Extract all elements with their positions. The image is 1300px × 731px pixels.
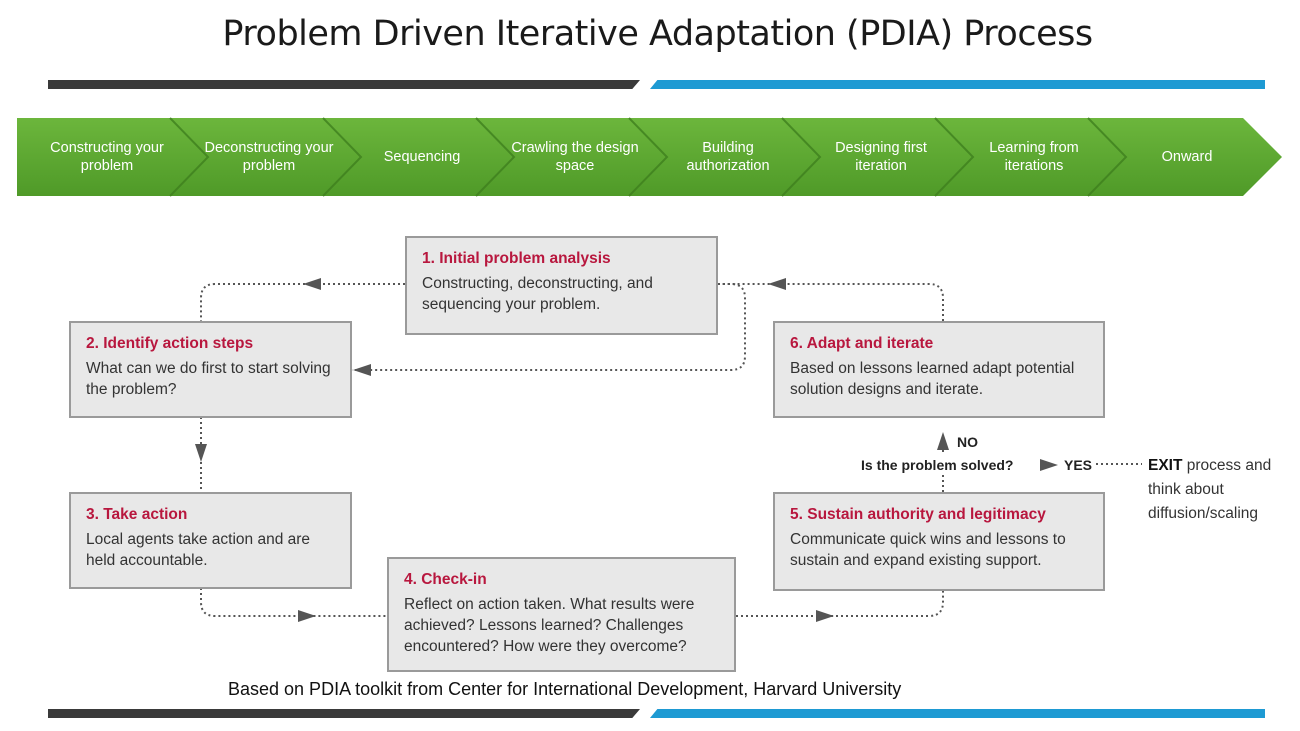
box-adapt-iterate: 6. Adapt and iterate Based on lessons le…: [773, 321, 1105, 418]
step-sequencing: Sequencing: [383, 149, 461, 165]
step-learning: Learning from iterations: [989, 140, 1079, 174]
box-title: 5. Sustain authority and legitimacy: [790, 506, 1046, 523]
step-building: Building authorization: [686, 140, 770, 174]
arrowhead: [768, 278, 786, 290]
decision-no-label: NO: [957, 434, 978, 450]
connector-4-to-5: [736, 591, 944, 617]
step-designing: Designing first iteration: [835, 140, 927, 174]
source-credit: Based on PDIA toolkit from Center for In…: [228, 679, 902, 699]
top-divider-blue: [650, 80, 1265, 89]
box-text: Reflect on action taken. What results we…: [404, 596, 695, 655]
box-initial-analysis: 1. Initial problem analysis Constructing…: [405, 236, 718, 335]
box-title: 6. Adapt and iterate: [790, 335, 934, 352]
arrowhead: [353, 364, 371, 376]
top-divider-dark: [48, 80, 640, 89]
box-text: Communicate quick wins and lessons to su…: [790, 531, 1066, 569]
box-title: 4. Check-in: [404, 571, 487, 588]
box-title: 1. Initial problem analysis: [422, 250, 611, 267]
connector-1-to-2: [200, 283, 405, 321]
arrowhead: [937, 432, 949, 450]
bottom-divider-dark: [48, 709, 640, 718]
exit-description: process and think about diffusion/scalin…: [1148, 457, 1272, 522]
exit-label: EXIT: [1148, 457, 1183, 474]
step-crawling: Crawling the design space: [511, 140, 639, 174]
connector-6-to-1: [718, 283, 944, 321]
arrowhead: [195, 444, 207, 462]
step-deconstructing: Deconstructing your problem: [204, 140, 334, 174]
arrowhead: [1040, 459, 1058, 471]
arrowhead: [816, 610, 834, 622]
step-onward: Onward: [1161, 149, 1213, 165]
decision-question: Is the problem solved?: [861, 457, 1014, 473]
arrowhead: [298, 610, 316, 622]
box-check-in: 4. Check-in Reflect on action taken. Wha…: [387, 557, 736, 672]
connector-1-to-2b: [352, 283, 746, 371]
decision-yes-label: YES: [1064, 457, 1093, 473]
box-title: 2. Identify action steps: [86, 335, 254, 352]
page-title: Problem Driven Iterative Adaptation (PDI…: [222, 14, 1093, 54]
box-take-action: 3. Take action Local agents take action …: [69, 492, 352, 589]
bottom-divider-blue: [650, 709, 1265, 718]
arrowhead: [303, 278, 321, 290]
exit-note: EXIT process and think about diffusion/s…: [1148, 454, 1283, 526]
box-text: Local agents take action and are held ac…: [86, 531, 311, 569]
step-constructing: Constructing your problem: [50, 140, 164, 174]
box-title: 3. Take action: [86, 506, 188, 523]
box-text: Constructing, deconstructing, and sequen…: [422, 275, 653, 313]
box-text: Based on lessons learned adapt potential…: [790, 360, 1075, 398]
box-text: What can we do first to start solving th…: [86, 360, 331, 398]
connector-3-to-4: [200, 588, 387, 617]
box-sustain-authority: 5. Sustain authority and legitimacy Comm…: [773, 492, 1105, 591]
box-identify-action: 2. Identify action steps What can we do …: [69, 321, 352, 418]
